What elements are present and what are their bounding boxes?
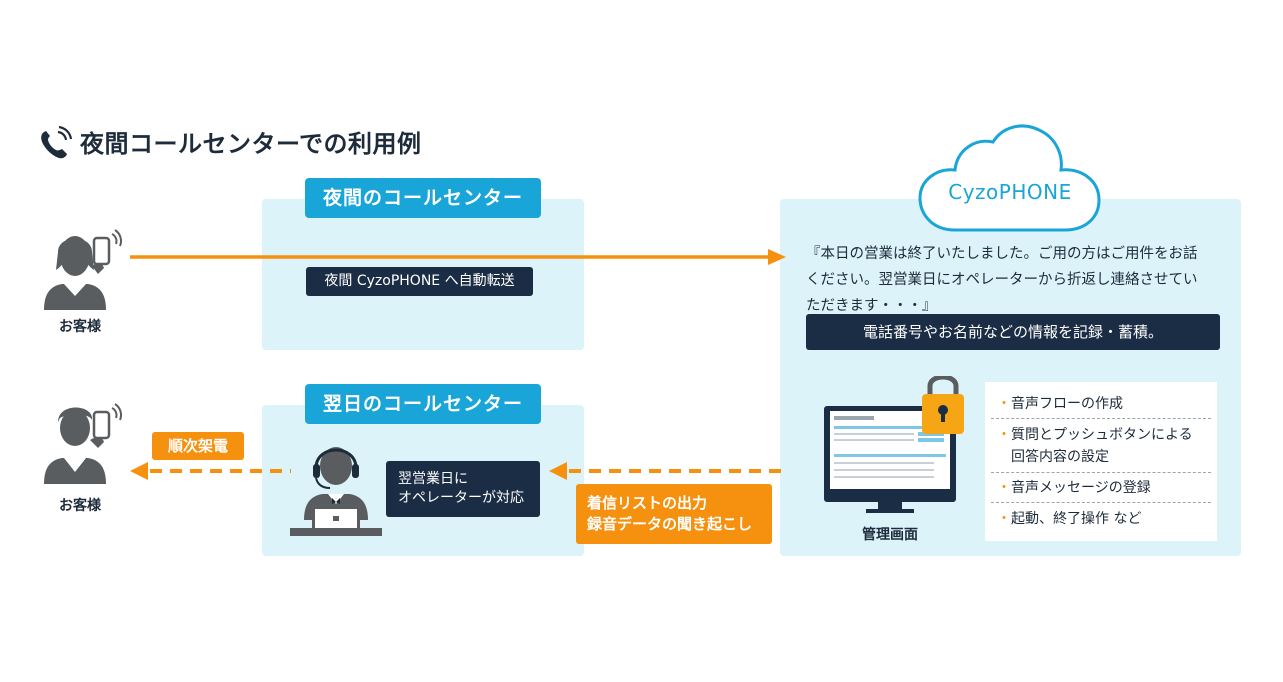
cloud-icon (915, 120, 1105, 238)
handoff-arrow (549, 462, 781, 480)
message-line-2: ください。翌営業日にオペレーターから折返し連絡させてい (806, 272, 1198, 288)
customer-bottom-label: お客様 (59, 498, 101, 514)
transfer-arrow (130, 249, 786, 265)
bullet-dot-icon: ・ (997, 396, 1011, 412)
callback-label: 順次架電 (152, 432, 244, 460)
feature-divider (991, 418, 1211, 419)
operator-response-box: 翌営業日に オペレーターが対応 (386, 461, 540, 517)
admin-monitor-icon (822, 376, 968, 514)
handoff-box: 着信リストの出力 録音データの聞き起こし (576, 484, 772, 544)
feature-list: ・ 音声フローの作成 ・ 質問とプッシュボタンによる 回答内容の設定 ・ 音声メ… (985, 382, 1217, 541)
auto-transfer-box: 夜間 CyzoPHONE へ自動転送 (306, 267, 533, 296)
message-line-1: 『本日の営業は終了いたしました。ご用の方はご用件をお話 (806, 246, 1198, 262)
operator-line-2: オペレーターが対応 (398, 490, 524, 506)
bullet-dot-icon: ・ (997, 427, 1011, 443)
operator-headset-icon (290, 440, 382, 538)
callback-arrow (130, 462, 291, 480)
feature-divider (991, 502, 1211, 503)
customer-top-label: お客様 (59, 319, 101, 335)
admin-screen-label: 管理画面 (862, 527, 918, 543)
customer-top-icon (40, 222, 122, 312)
auto-message: 『本日の営業は終了いたしました。ご用の方はご用件をお話 ください。翌営業日にオペ… (806, 241, 1236, 319)
bullet-dot-icon: ・ (997, 480, 1011, 496)
page-title: 夜間コールセンターでの利用例 (80, 130, 422, 158)
cloud-label: CyzoPHONE (948, 180, 1072, 204)
operator-line-1: 翌営業日に (398, 471, 468, 487)
phone-icon (38, 126, 76, 160)
feature-divider (991, 472, 1211, 473)
night-center-label: 夜間のコールセンター (305, 178, 541, 218)
handoff-line-2: 録音データの聞き起こし (587, 515, 753, 533)
next-day-center-label: 翌日のコールセンター (305, 384, 541, 424)
customer-bottom-icon (40, 396, 122, 486)
message-line-3: ただきます・・・』 (806, 298, 937, 314)
record-box: 電話番号やお名前などの情報を記録・蓄積。 (806, 314, 1220, 350)
handoff-line-1: 着信リストの出力 (587, 494, 708, 512)
bullet-dot-icon: ・ (997, 511, 1011, 527)
